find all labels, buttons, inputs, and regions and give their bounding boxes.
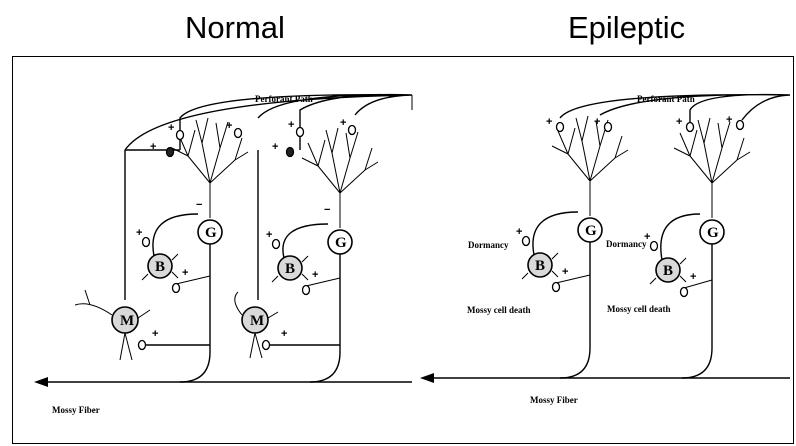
- granule-axon: [682, 244, 712, 378]
- excitatory-sign: +: [281, 328, 287, 340]
- synapse-terminal: [553, 283, 560, 292]
- granule-cell-letter: G: [335, 235, 347, 251]
- dormancy-label: Dormancy: [606, 239, 647, 249]
- granule-cell-letter: G: [205, 225, 217, 241]
- basket-process: [661, 214, 700, 260]
- excitatory-sign: +: [690, 271, 696, 283]
- excitatory-sign: +: [136, 227, 142, 239]
- excitatory-sign: +: [168, 122, 174, 134]
- synapse-terminal: [303, 286, 310, 295]
- synapse-terminal: [177, 131, 184, 140]
- basket-process: [283, 224, 328, 258]
- mossy-cell-death-label: Mossy cell death: [467, 305, 531, 315]
- mossy-fiber-arrowhead: [420, 373, 434, 383]
- synapse-terminal: [167, 148, 174, 157]
- synapse-terminal: [557, 123, 564, 132]
- mossy-loop: [125, 150, 180, 300]
- epileptic-panel: Perforant Path Mossy Fiber Dormancy Dorm…: [420, 94, 790, 405]
- basket-cell-letter: B: [285, 261, 295, 277]
- mossy-fiber-arrowhead: [34, 377, 48, 387]
- synapse-terminal: [139, 341, 146, 350]
- excitatory-sign: +: [266, 229, 272, 241]
- synapse-terminal: [681, 288, 688, 297]
- synapse-terminal: [273, 240, 280, 249]
- synapse-terminal: [143, 238, 150, 247]
- synapse-terminal: [687, 123, 694, 132]
- excitatory-sign: +: [562, 266, 568, 278]
- excitatory-sign: +: [272, 141, 278, 153]
- basket-process: [533, 212, 578, 255]
- dendritic-tree: [552, 116, 628, 216]
- mossy-cell-letter: M: [250, 313, 264, 329]
- excitatory-sign: +: [516, 226, 522, 238]
- excitatory-sign: +: [340, 117, 346, 129]
- dendritic-tree: [302, 128, 378, 228]
- mossy-cell-death-label: Mossy cell death: [607, 304, 671, 314]
- dormancy-label: Dormancy: [468, 240, 509, 250]
- basket-cell-letter: B: [535, 258, 545, 274]
- granule-axon: [180, 244, 210, 382]
- synapse-terminal: [263, 341, 270, 350]
- synapse-terminal: [173, 284, 180, 293]
- excitatory-sign: +: [594, 116, 600, 128]
- basket-cell-letter: B: [155, 259, 165, 275]
- mossy-cell-letter: M: [120, 313, 134, 329]
- mossy-fiber-label: Mossy Fiber: [530, 395, 578, 405]
- synapse-terminal: [349, 126, 356, 135]
- collateral: [684, 280, 712, 288]
- excitatory-sign: +: [546, 116, 552, 128]
- granule-cell-letter: G: [585, 223, 597, 239]
- excitatory-sign: +: [288, 119, 294, 131]
- synapse-terminal: [523, 237, 530, 246]
- mossy-fiber-label: Mossy Fiber: [52, 405, 100, 415]
- dendritic-tree: [674, 118, 750, 218]
- excitatory-sign: +: [226, 120, 232, 132]
- synapse-terminal: [287, 148, 294, 157]
- synapse-terminal: [651, 242, 658, 251]
- excitatory-sign: +: [644, 231, 650, 243]
- inhibitory-sign: −: [324, 204, 330, 216]
- excitatory-sign: +: [182, 267, 188, 279]
- excitatory-sign: +: [312, 269, 318, 281]
- synapse-terminal: [737, 121, 744, 130]
- excitatory-sign: +: [152, 328, 158, 340]
- excitatory-sign: +: [726, 114, 732, 126]
- excitatory-sign: +: [676, 116, 682, 128]
- excitatory-sign: +: [150, 141, 156, 153]
- synapse-terminal: [297, 128, 304, 137]
- synapse-terminal: [235, 129, 242, 138]
- granule-axon: [560, 242, 590, 378]
- basket-process: [153, 214, 198, 256]
- basket-cell-letter: B: [663, 263, 673, 279]
- synapse-terminal: [605, 123, 612, 132]
- granule-cell-letter: G: [707, 225, 719, 241]
- inhibitory-sign: −: [196, 199, 202, 211]
